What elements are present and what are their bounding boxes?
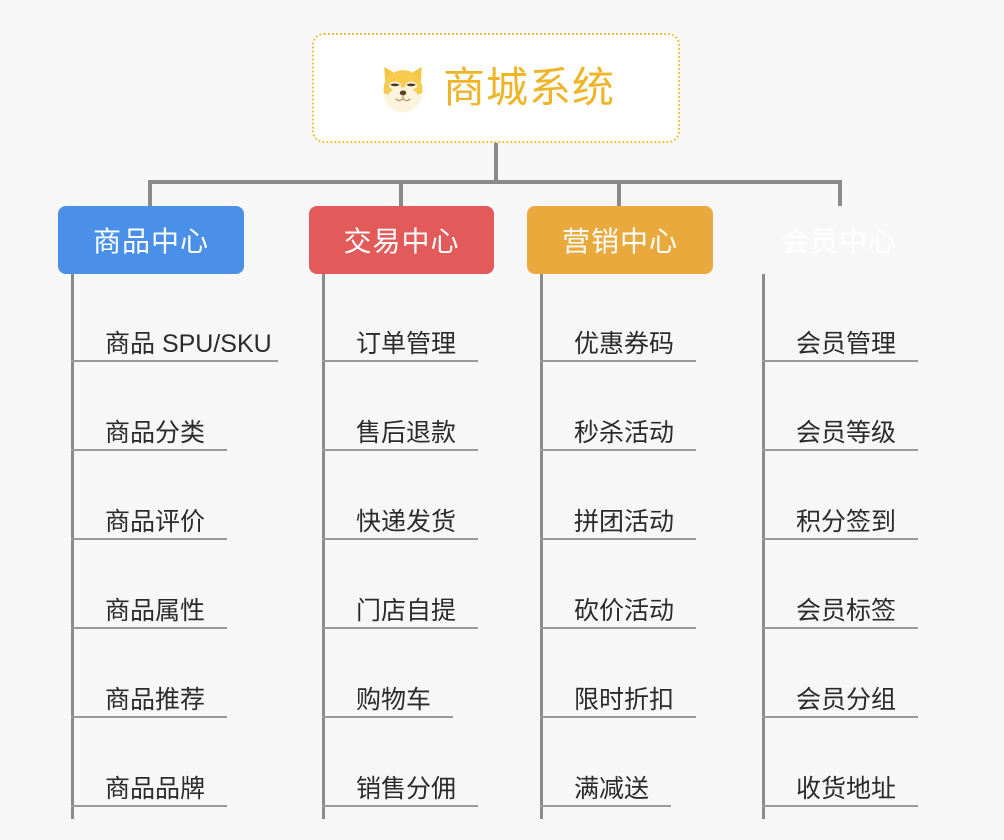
leaf-item[interactable]: 会员分组 xyxy=(762,656,918,718)
leaf-label: 砍价活动 xyxy=(574,596,675,625)
root-node-content: 商城系统 xyxy=(377,62,615,114)
connector-drop-3 xyxy=(617,180,621,206)
leaf-label: 门店自提 xyxy=(356,596,457,625)
leaf-item[interactable]: 商品分类 xyxy=(71,389,227,451)
leaf-label: 积分签到 xyxy=(796,507,897,536)
root-node[interactable]: 商城系统 xyxy=(312,33,680,143)
connector-horizontal-bar xyxy=(148,180,842,184)
leaf-item[interactable]: 砍价活动 xyxy=(540,567,696,629)
leaf-label: 购物车 xyxy=(356,685,432,714)
category-label-2: 交易中心 xyxy=(343,226,460,257)
leaf-item[interactable]: 销售分佣 xyxy=(322,745,478,807)
leaf-label: 满减送 xyxy=(574,774,650,803)
leaf-item[interactable]: 快递发货 xyxy=(322,478,478,540)
category-label-3: 营销中心 xyxy=(561,226,678,257)
leaf-item[interactable]: 会员标签 xyxy=(762,567,918,629)
shiba-dog-icon xyxy=(383,66,423,113)
root-title: 商城系统 xyxy=(442,64,615,111)
leaf-item[interactable]: 商品属性 xyxy=(71,567,227,629)
leaf-item[interactable]: 门店自提 xyxy=(322,567,478,629)
leaf-item[interactable]: 售后退款 xyxy=(322,389,478,451)
connector-drop-2 xyxy=(399,180,403,206)
leaf-item[interactable]: 会员等级 xyxy=(762,389,918,451)
branch-spine-3 xyxy=(540,274,543,819)
category-box-4[interactable]: 会员中心 xyxy=(746,206,932,274)
leaf-item[interactable]: 商品品牌 xyxy=(71,745,227,807)
branch-spine-1 xyxy=(71,274,74,819)
leaf-item[interactable]: 拼团活动 xyxy=(540,478,696,540)
leaf-label: 商品分类 xyxy=(105,418,206,447)
category-box-2[interactable]: 交易中心 xyxy=(309,206,494,274)
category-box-1[interactable]: 商品中心 xyxy=(58,206,244,274)
leaf-label: 会员管理 xyxy=(796,329,897,358)
connector-drop-4 xyxy=(838,180,842,206)
leaf-item[interactable]: 商品 SPU/SKU xyxy=(71,300,278,362)
leaf-label: 会员标签 xyxy=(796,596,897,625)
leaf-label: 订单管理 xyxy=(356,329,457,358)
leaf-label: 商品评价 xyxy=(105,507,206,536)
leaf-item[interactable]: 商品评价 xyxy=(71,478,227,540)
leaf-label: 售后退款 xyxy=(356,418,457,447)
connector-root-stem xyxy=(494,143,498,184)
leaf-label: 会员分组 xyxy=(796,685,897,714)
leaf-item[interactable]: 秒杀活动 xyxy=(540,389,696,451)
leaf-item[interactable]: 会员管理 xyxy=(762,300,918,362)
branch-spine-4 xyxy=(762,274,765,819)
leaf-label: 快递发货 xyxy=(356,507,457,536)
leaf-label: 优惠券码 xyxy=(574,329,675,358)
leaf-label: 商品推荐 xyxy=(105,685,206,714)
leaf-item[interactable]: 收货地址 xyxy=(762,745,918,807)
leaf-item[interactable]: 积分签到 xyxy=(762,478,918,540)
connector-drop-1 xyxy=(148,180,152,206)
category-label-1: 商品中心 xyxy=(92,226,209,257)
leaf-label: 销售分佣 xyxy=(356,774,457,803)
leaf-item[interactable]: 购物车 xyxy=(322,656,453,718)
category-box-3[interactable]: 营销中心 xyxy=(527,206,713,274)
branch-spine-2 xyxy=(322,274,325,819)
leaf-item[interactable]: 限时折扣 xyxy=(540,656,696,718)
leaf-item[interactable]: 满减送 xyxy=(540,745,671,807)
leaf-label: 秒杀活动 xyxy=(574,418,675,447)
leaf-label: 商品品牌 xyxy=(105,774,206,803)
category-label-4: 会员中心 xyxy=(780,226,897,257)
leaf-item[interactable]: 商品推荐 xyxy=(71,656,227,718)
leaf-label: 限时折扣 xyxy=(574,685,675,714)
leaf-label: 商品 SPU/SKU xyxy=(105,329,272,358)
leaf-label: 商品属性 xyxy=(105,596,206,625)
leaf-label: 拼团活动 xyxy=(574,507,675,536)
leaf-item[interactable]: 订单管理 xyxy=(322,300,478,362)
leaf-item[interactable]: 优惠券码 xyxy=(540,300,696,362)
leaf-label: 会员等级 xyxy=(796,418,897,447)
leaf-label: 收货地址 xyxy=(796,774,897,803)
